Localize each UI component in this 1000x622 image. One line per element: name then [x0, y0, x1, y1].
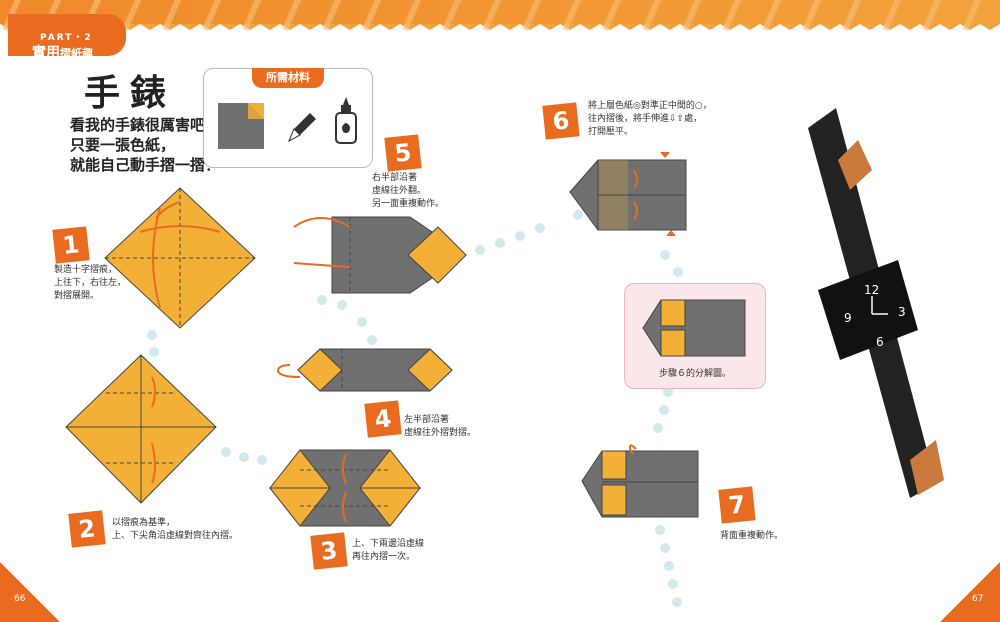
page-title: 手錶: [84, 72, 177, 114]
watch-9: 9: [844, 311, 852, 325]
page-number-right: 67: [972, 594, 984, 604]
step1-line: 上往下，右往左，: [54, 278, 127, 288]
part-label: PART・2: [40, 33, 93, 43]
step6-badge: 6: [542, 102, 580, 140]
step6-line: 將上層色紙◎對準正中間的○，: [588, 101, 712, 111]
step1-line: 製造十字摺痕，: [54, 265, 118, 275]
step4-text: 左半部沿著 虛線往外摺對摺。: [404, 414, 476, 440]
step4-badge: 4: [364, 400, 402, 438]
step3-badge: 3: [310, 532, 348, 570]
part-title-main: 實用: [32, 45, 60, 61]
glue-icon: [335, 97, 357, 144]
step3-text: 上、下兩邊沿虛線 再往內摺一次。: [352, 538, 424, 564]
step1-badge: 1: [52, 226, 90, 264]
step3-line: 上、下兩邊沿虛線: [352, 539, 425, 549]
corner-left: [0, 562, 60, 622]
step4-diagram: [276, 348, 453, 392]
step2-line: 上、下尖角沿虛線對齊往內摺。: [112, 531, 239, 541]
paper-icon: [218, 103, 264, 149]
step1-line: 對摺展開。: [54, 291, 100, 301]
intro-line-3: 就能自己動手摺一摺！: [70, 156, 221, 174]
part-title: 實用摺紙趣: [32, 42, 93, 62]
step2-badge: 2: [68, 510, 106, 548]
watch-3: 3: [898, 305, 906, 319]
step5-text: 右半部沿著 虛線往外翻。 另一面重複動作。: [372, 172, 444, 211]
step1-diagram: [104, 187, 256, 329]
part-title-sub: 摺紙趣: [60, 47, 93, 60]
intro-line-1: 看我的手錶很厲害吧！: [70, 116, 221, 134]
step1-text: 製造十字摺痕， 上往下，右往左， 對摺展開。: [54, 264, 126, 303]
step2-line: 以摺痕為基準，: [112, 518, 176, 528]
step2-text: 以摺痕為基準， 上、下尖角沿虛線對齊往內摺。: [112, 517, 238, 543]
step4-line: 左半部沿著: [404, 415, 450, 425]
finished-watch-image: 12 3 6 9: [796, 100, 944, 500]
step6-line: 打開壓平。: [588, 127, 634, 137]
watch-12: 12: [864, 283, 879, 297]
step6-diagram: [569, 152, 687, 236]
part-tag: PART・2 實用摺紙趣: [8, 14, 126, 61]
step3-diagram: [268, 449, 422, 527]
materials-box: 所需材料: [203, 68, 373, 168]
step7-diagram: [581, 444, 699, 518]
step6-line: 往內摺後，將手伸進⇩⇧處，: [588, 114, 703, 124]
step7-badge: 7: [718, 486, 756, 524]
step5-line: 另一面重複動作。: [372, 199, 445, 209]
corner-right: [940, 562, 1000, 622]
exploded-view-caption: 步驟６的分解圖。: [658, 369, 731, 379]
exploded-view-diagram: [642, 299, 746, 357]
step5-badge: 5: [384, 134, 422, 172]
step5-line: 右半部沿著: [372, 173, 418, 183]
step7-line: 背面重複動作。: [720, 531, 784, 541]
materials-label: 所需材料: [252, 68, 324, 88]
step5-diagram: [293, 216, 467, 294]
step2-diagram: [65, 354, 217, 504]
exploded-view-box: 步驟６的分解圖。: [624, 283, 766, 389]
page-number-left: 66: [14, 594, 26, 604]
intro-line-2: 只要一張色紙，: [70, 136, 176, 154]
step3-line: 再往內摺一次。: [352, 552, 416, 562]
pen-icon: [287, 113, 316, 143]
header-stripe-band: [0, 0, 1000, 32]
watch-6: 6: [876, 335, 884, 349]
step6-text: 將上層色紙◎對準正中間的○， 往內摺後，將手伸進⇩⇧處， 打開壓平。: [588, 100, 712, 139]
step7-text: 背面重複動作。: [720, 530, 783, 543]
step5-line: 虛線往外翻。: [372, 186, 427, 196]
step4-line: 虛線往外摺對摺。: [404, 428, 477, 438]
